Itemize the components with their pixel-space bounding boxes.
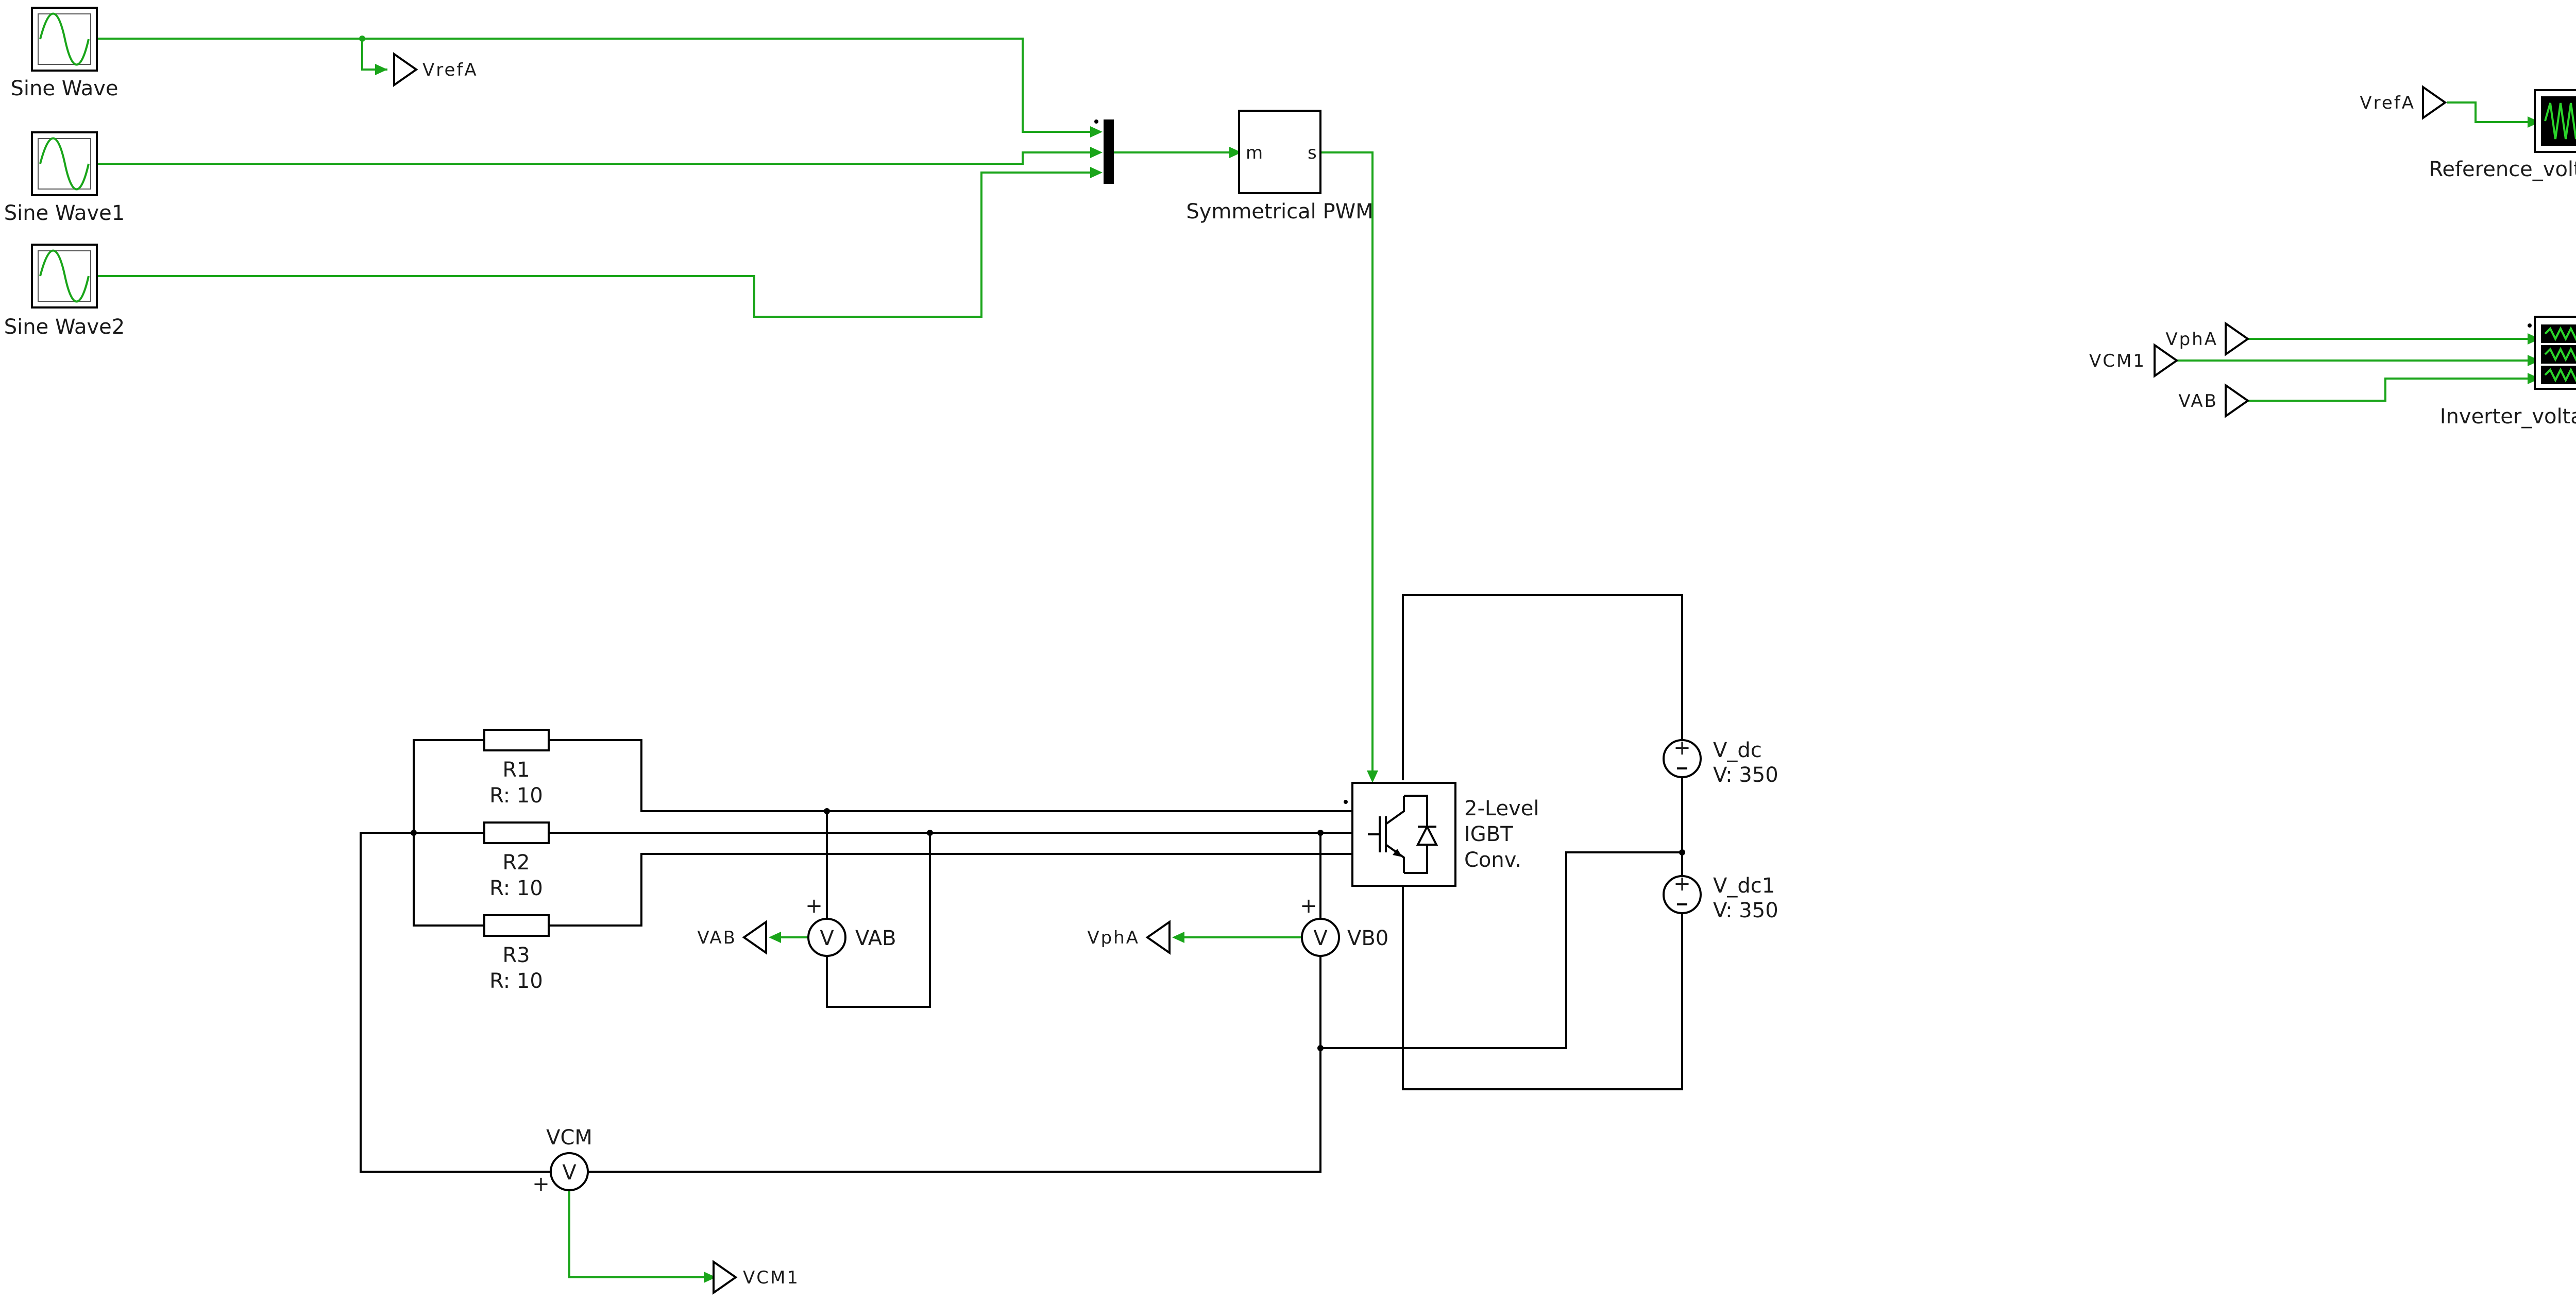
mux-block[interactable] <box>1094 119 1114 184</box>
converter-label-1: 2-Level <box>1464 797 1539 820</box>
tag-vab-from[interactable]: VAB <box>2178 383 2250 418</box>
sine-source-2[interactable]: Sine Wave1 <box>4 131 125 225</box>
sine-icon <box>39 12 90 66</box>
tag-label: VrefA <box>422 60 478 80</box>
tag-label: VAB <box>697 928 737 948</box>
plus-icon: + <box>1673 872 1691 896</box>
voltmeter-symbol: V <box>1313 927 1328 950</box>
dc-source-value: V: 350 <box>1713 899 1778 922</box>
voltmeter-symbol: V <box>820 927 834 950</box>
voltmeter-plus: + <box>1300 894 1317 918</box>
sine-icon <box>39 249 90 303</box>
branch-node <box>359 36 365 42</box>
sine-icon <box>39 137 90 191</box>
resistor-value: R: 10 <box>489 969 543 993</box>
tag-vab-goto[interactable]: VAB <box>697 920 767 955</box>
voltmeter-label: VB0 <box>1347 927 1388 950</box>
voltmeter-vb0[interactable]: V + VB0 <box>1300 894 1388 957</box>
voltmeter-vab[interactable]: V + VAB <box>805 894 896 957</box>
scope-label: Inverter_voltages_SPWM <box>2440 405 2576 429</box>
tag-label: VrefA <box>2360 93 2415 113</box>
sine-source-1[interactable]: Sine Wave <box>11 7 118 100</box>
tag-vphA-from[interactable]: VphA <box>2165 321 2250 356</box>
voltmeter-plus: + <box>532 1172 550 1196</box>
sine-source-label: Sine Wave1 <box>4 201 125 225</box>
voltmeter-vcm[interactable]: V + VCM <box>532 1126 592 1196</box>
tag-label: VAB <box>2178 391 2218 412</box>
tag-label: VphA <box>2165 329 2218 350</box>
dc-source-value: V: 350 <box>1713 763 1778 787</box>
pwm-label: Symmetrical PWM <box>1186 200 1373 224</box>
resistor-name: R3 <box>502 944 530 967</box>
pwm-port-in: m <box>1246 143 1263 163</box>
voltmeter-label: VCM <box>546 1126 592 1150</box>
scope-label: Reference_voltages_SPWM <box>2429 158 2576 181</box>
dc-source-name: V_dc1 <box>1713 874 1775 898</box>
dc-source-vdc[interactable]: + V_dc V: 350 <box>1663 736 1778 787</box>
junction-nodes <box>411 808 1685 1051</box>
signal-arrowheads <box>375 64 2540 1283</box>
voltmeter-plus: + <box>805 894 823 918</box>
resistor-r3[interactable]: R3 R: 10 <box>483 914 550 993</box>
resistor-value: R: 10 <box>489 784 543 808</box>
tag-label: VCM1 <box>743 1267 800 1288</box>
plus-icon: + <box>1673 736 1691 760</box>
converter-label-2: IGBT <box>1464 823 1513 846</box>
sine-source-label: Sine Wave <box>11 77 118 100</box>
dc-source-name: V_dc <box>1713 739 1762 762</box>
tag-vcm1-goto[interactable]: VCM1 <box>713 1260 800 1295</box>
resistor-name: R1 <box>502 758 530 782</box>
tag-vcm1-from[interactable]: VCM1 <box>2089 343 2179 378</box>
sine-source-label: Sine Wave2 <box>4 315 125 339</box>
inverter-scope[interactable]: Inverter_voltages_SPWM <box>2440 316 2576 429</box>
converter-label-3: Conv. <box>1464 848 1521 872</box>
voltmeter-label: VAB <box>855 927 896 950</box>
resistor-value: R: 10 <box>489 877 543 900</box>
tag-label: VphA <box>1087 928 1140 948</box>
pwm-block[interactable]: m s Symmetrical PWM <box>1186 110 1374 224</box>
resistor-r2[interactable]: R2 R: 10 <box>483 821 550 900</box>
power-wires <box>360 594 1683 1173</box>
resistor-r1[interactable]: R1 R: 10 <box>483 729 550 808</box>
dc-source-vdc1[interactable]: + V_dc1 V: 350 <box>1663 872 1778 922</box>
resistor-name: R2 <box>502 851 530 875</box>
signal-wires <box>97 38 2530 1278</box>
tag-vrefA-from[interactable]: VrefA <box>2360 85 2447 120</box>
tag-vrefA-goto[interactable]: VrefA <box>393 52 478 87</box>
sine-source-3[interactable]: Sine Wave2 <box>4 244 125 339</box>
scope-trace-icon <box>2544 102 2576 140</box>
tag-vphA-goto[interactable]: VphA <box>1087 920 1171 955</box>
voltmeter-symbol: V <box>562 1161 577 1185</box>
pwm-port-out: s <box>1308 143 1317 163</box>
igbt-converter[interactable]: 2-Level IGBT Conv. <box>1344 782 1539 887</box>
reference-scope[interactable]: Reference_voltages_SPWM <box>2429 89 2576 181</box>
igbt-icon <box>1368 795 1438 874</box>
tag-label: VCM1 <box>2089 351 2146 371</box>
